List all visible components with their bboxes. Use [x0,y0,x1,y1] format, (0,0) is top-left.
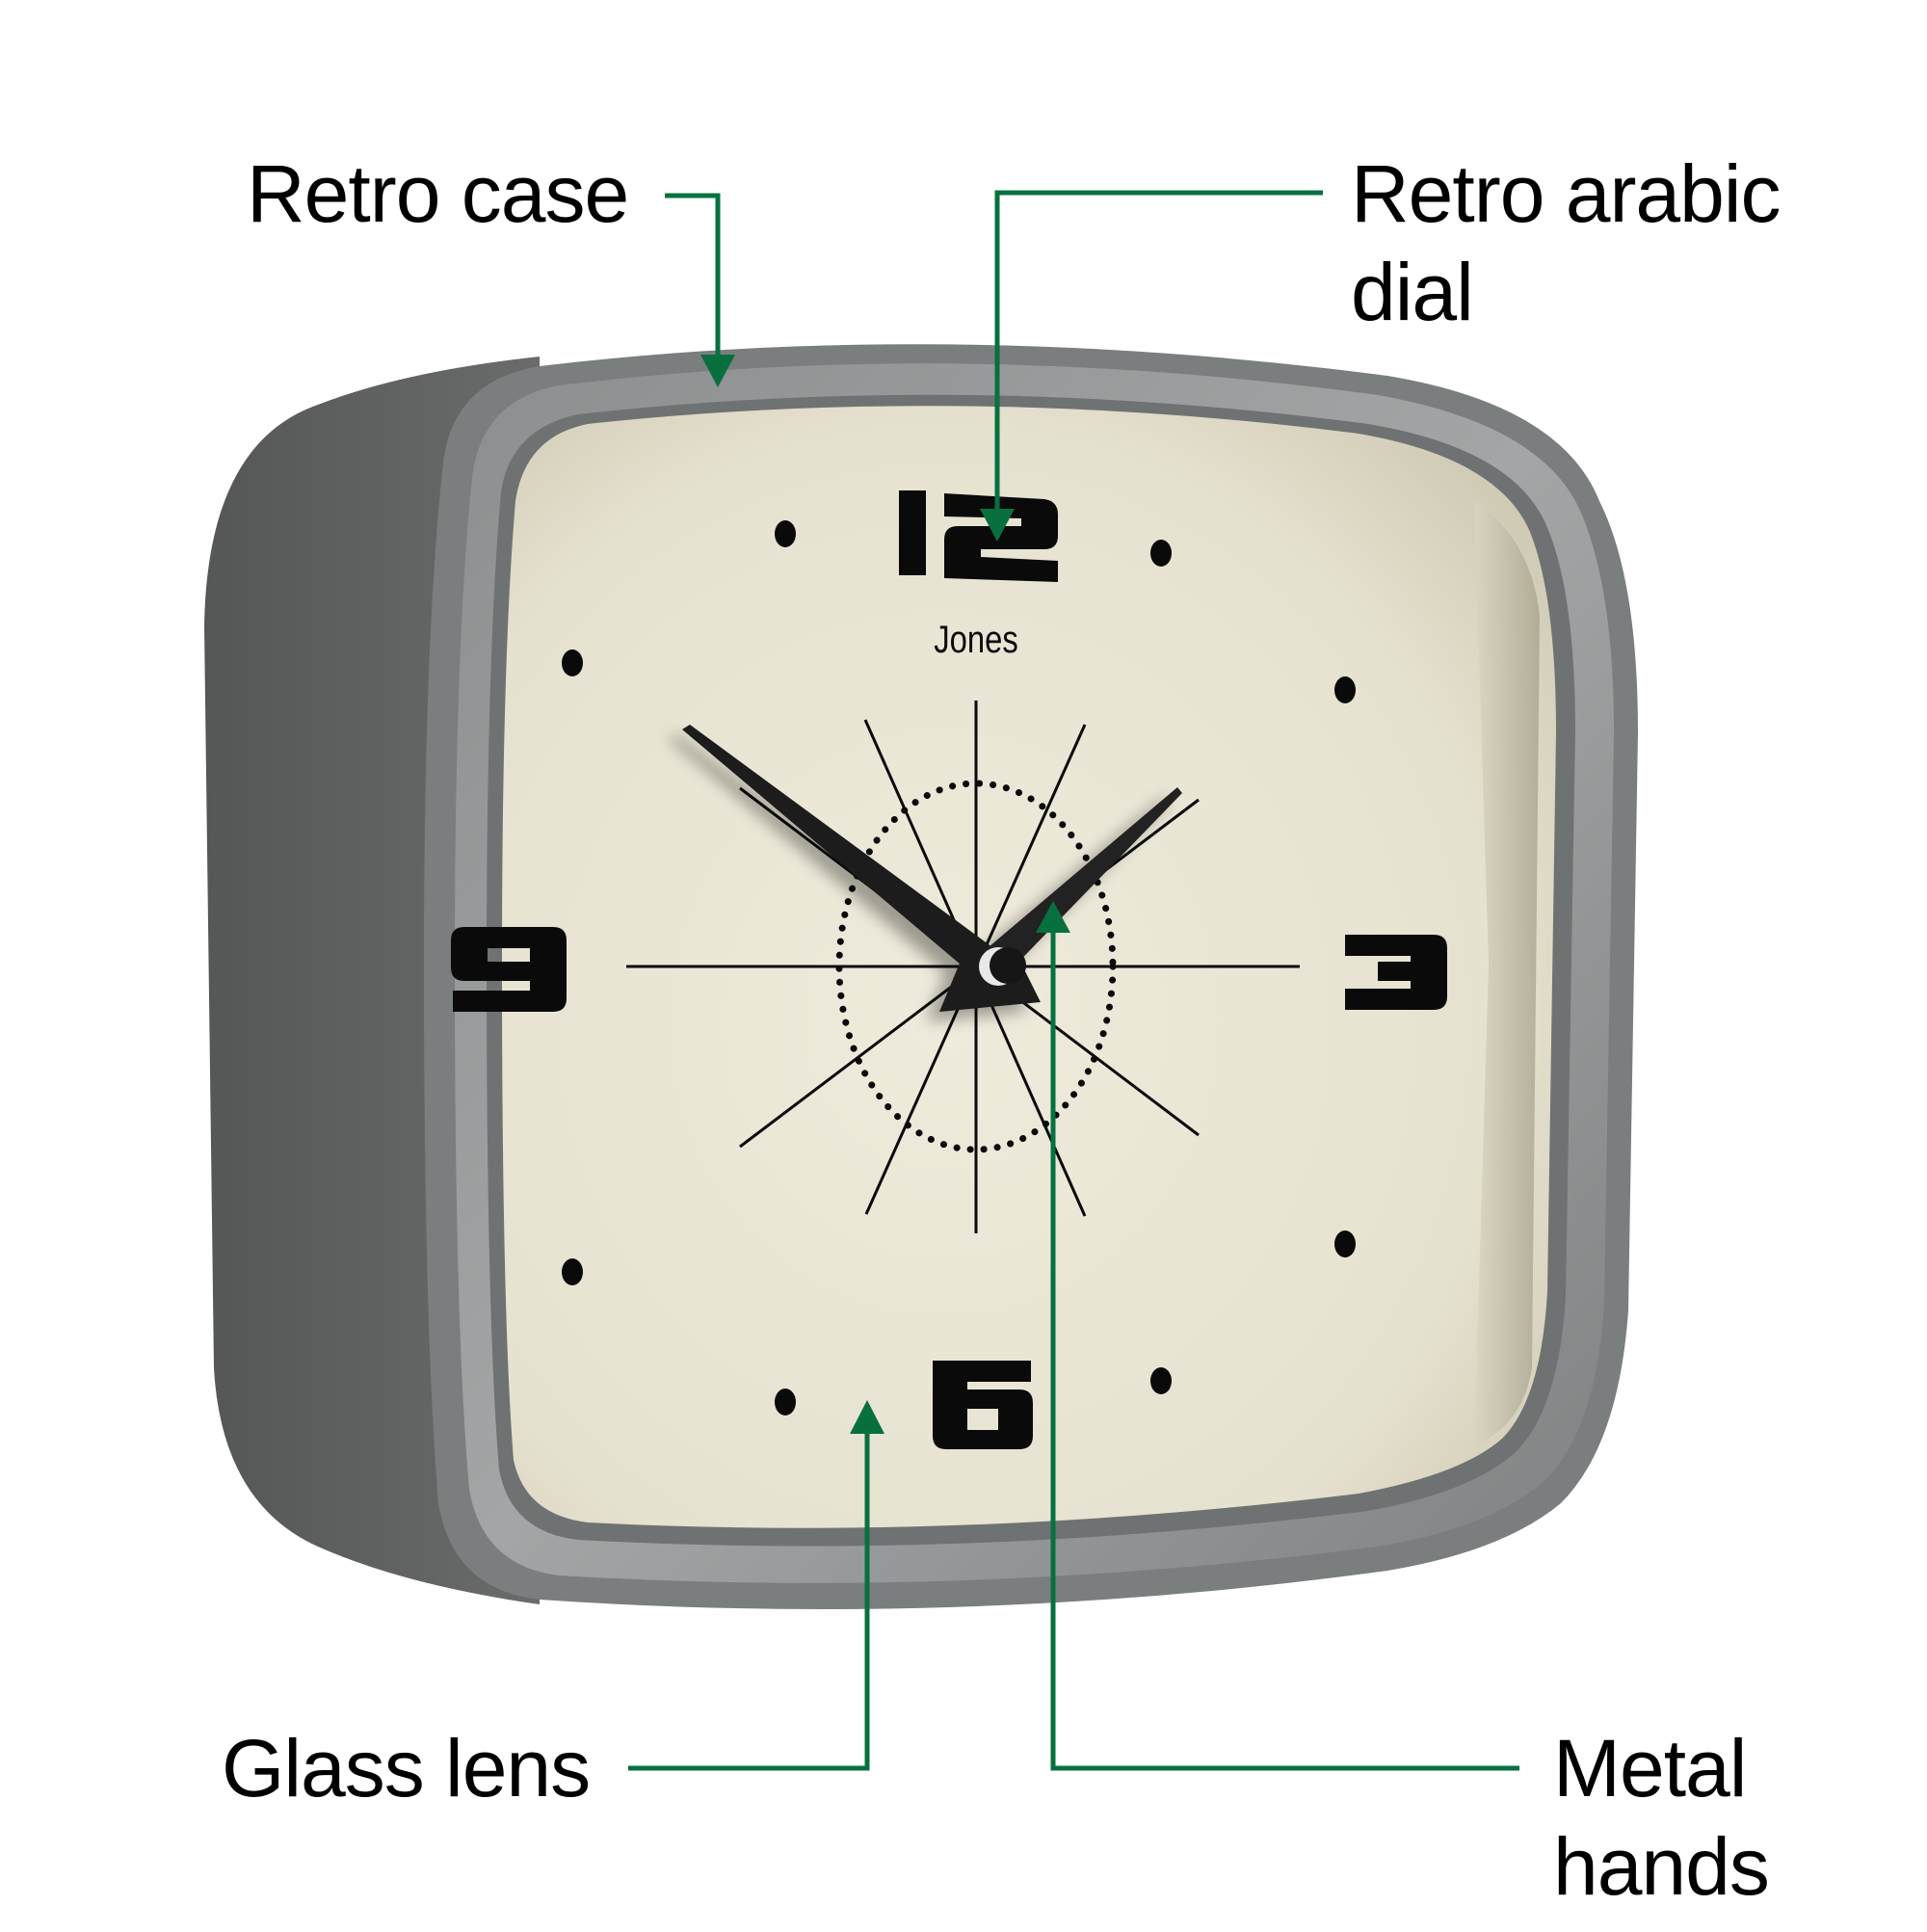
arrow-up-icon [850,1400,884,1434]
numeral-9 [451,927,567,1012]
hour-dot-10 [562,649,583,676]
hour-dot-5 [1150,1367,1172,1394]
dial-right-wall [1474,501,1540,1445]
label-line: dial [1351,247,1474,337]
center-cap [990,947,1026,984]
numeral-3 [1345,935,1447,1010]
label-line: Glass lens [222,1723,591,1813]
hour-dot-7 [775,1389,796,1416]
callout-label-glass-lens: Glass lens [222,1719,591,1817]
arrow-down-icon [700,355,735,387]
connector-hands [1050,930,1519,1771]
arrow-down-icon [980,509,1015,542]
callout-label-retro-arabic-dial: Retro arabic dial [1351,145,1782,341]
hour-dot-11 [775,520,796,547]
label-line: Retro case [247,148,629,239]
callout-label-metal-hands: Metal hands [1553,1719,1770,1916]
hour-hand [983,787,1182,979]
numerals [451,490,1447,1449]
numeral-12 [899,490,1058,582]
connector-lens [628,1431,870,1771]
callout-arrowheads [700,355,1070,1434]
connector-case [665,193,721,358]
callout-label-retro-case: Retro case [247,145,629,243]
numeral-6 [933,1361,1033,1449]
hour-dot-1 [1150,540,1172,567]
hour-dot-8 [562,1258,583,1285]
label-line: Retro arabic [1351,148,1782,239]
metal-hands [682,725,1182,1012]
connector-dial [994,190,1323,511]
brand-name: Jones [934,618,1018,661]
hour-dots [562,520,1356,1416]
label-line: hands [1553,1821,1770,1912]
arrow-up-icon [1036,901,1070,933]
label-line: Metal [1553,1723,1747,1813]
minute-hand [682,725,992,975]
dotted-ring [835,780,1117,1153]
hour-dot-2 [1334,676,1356,703]
callout-connectors [628,190,1519,1771]
hour-dot-4 [1334,1231,1356,1257]
